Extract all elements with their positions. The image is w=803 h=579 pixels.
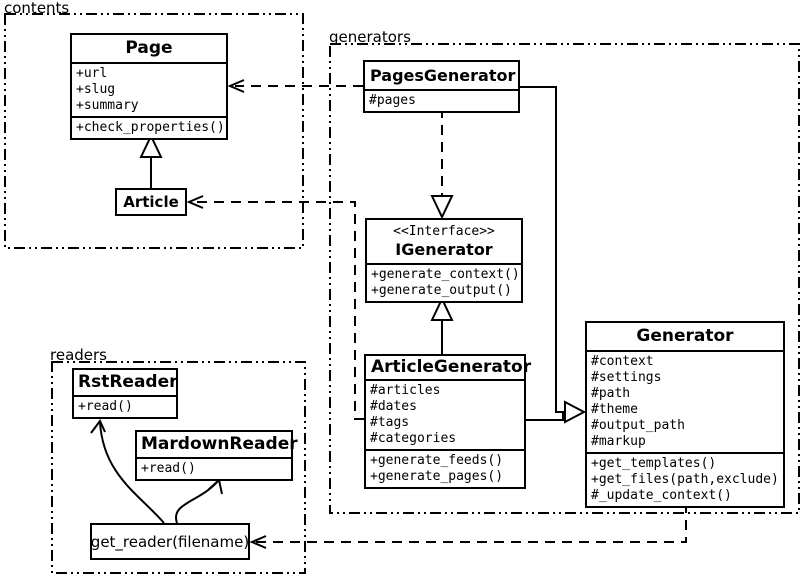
class-rstreader: RstReader +read() — [72, 368, 178, 419]
class-generator-name: Generator — [636, 326, 734, 346]
interface-igenerator-methods: +generate_context() +generate_output() — [367, 263, 521, 301]
generalization-article-page — [139, 133, 163, 188]
attribute: #categories — [370, 431, 457, 446]
class-articlegenerator-name: ArticleGenerator — [371, 357, 532, 377]
generalization-generators-generator — [519, 86, 587, 424]
method: +generate_context() — [371, 267, 520, 282]
interface-igenerator: <<Interface>> IGenerator +generate_conte… — [365, 218, 523, 303]
class-mardownreader-methods: +read() — [137, 457, 291, 479]
attribute: #theme — [591, 402, 638, 417]
interface-igenerator-name: IGenerator — [395, 240, 493, 259]
dependency-articlegenerator-article — [186, 195, 364, 420]
class-articlegenerator-methods: +generate_feeds() +generate_pages() — [366, 449, 524, 487]
attribute: #settings — [591, 370, 662, 385]
class-pagesgenerator-attributes: #pages — [365, 89, 518, 111]
attribute: #tags — [370, 415, 410, 430]
attribute: #articles — [370, 383, 441, 398]
function-get-reader-label: get_reader(filename) — [90, 532, 250, 551]
method: #_update_context() — [591, 488, 732, 503]
interface-igenerator-header: <<Interface>> IGenerator — [367, 220, 521, 263]
package-border-contents — [4, 13, 304, 249]
class-rstreader-methods: +read() — [74, 395, 176, 417]
class-mardownreader: MardownReader +read() — [135, 430, 298, 481]
class-pagesgenerator: PagesGenerator #pages — [363, 60, 520, 113]
attribute: #context — [591, 354, 654, 369]
method: +read() — [141, 461, 196, 476]
package-border-generators — [329, 43, 800, 514]
class-article-name: Article — [123, 193, 179, 211]
method: +generate_output() — [371, 283, 512, 298]
attribute: +slug — [76, 82, 116, 97]
dependency-pagesgenerator-page — [227, 79, 363, 93]
class-page: Page +url +slug +summary +check_properti… — [70, 33, 228, 140]
attribute: #dates — [370, 399, 417, 414]
method: +check_properties() — [76, 120, 225, 135]
package-label-contents: contents — [4, 0, 70, 17]
attribute: +summary — [76, 98, 139, 113]
method: +read() — [78, 399, 133, 414]
class-page-name: Page — [125, 38, 173, 58]
class-mardownreader-name: MardownReader — [141, 434, 298, 454]
attribute: #path — [591, 386, 631, 401]
class-articlegenerator: ArticleGenerator #articles #dates #tags … — [364, 354, 532, 489]
method: +get_templates() — [591, 456, 717, 471]
interface-stereotype: <<Interface>> — [393, 224, 495, 239]
class-articlegenerator-attributes: #articles #dates #tags #categories — [366, 379, 524, 449]
generalization-articlegenerator-igenerator — [430, 296, 454, 354]
class-generator: Generator #context #settings #path #them… — [585, 321, 785, 508]
dependency-generator-getreader — [249, 503, 687, 549]
attribute: #output_path — [591, 418, 685, 433]
arrow-getreader-rstreader — [90, 419, 165, 524]
class-page-methods: +check_properties() — [72, 116, 226, 138]
method: +generate_pages() — [370, 469, 504, 484]
package-label-readers: readers — [50, 346, 107, 364]
arrow-getreader-mardownreader — [174, 478, 223, 524]
function-get-reader: get_reader(filename) — [90, 523, 250, 560]
attribute: +url — [76, 66, 108, 81]
class-pagesgenerator-name: PagesGenerator — [370, 66, 516, 85]
attribute: #markup — [591, 434, 646, 449]
package-label-generators: generators — [329, 28, 411, 46]
method: +get_files(path,exclude) — [591, 472, 779, 487]
class-page-attributes: +url +slug +summary — [72, 62, 226, 116]
class-generator-attributes: #context #settings #path #theme #output_… — [587, 350, 783, 452]
attribute: #pages — [369, 93, 416, 108]
realization-pagesgenerator-igenerator — [430, 108, 454, 220]
package-border-readers — [51, 361, 306, 574]
class-article: Article — [115, 188, 187, 216]
method: +generate_feeds() — [370, 453, 504, 468]
class-rstreader-name: RstReader — [78, 372, 178, 392]
class-generator-methods: +get_templates() +get_files(path,exclude… — [587, 452, 783, 506]
